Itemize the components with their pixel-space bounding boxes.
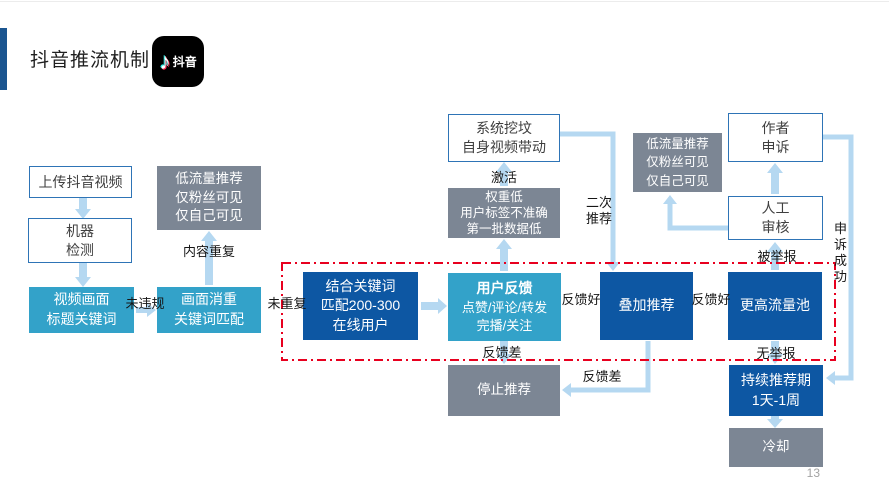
label-feedback-bad-1: 反馈差 <box>482 345 522 360</box>
label-appeal-success: 申诉成功 <box>833 221 847 284</box>
music-note-icon: ♪ <box>159 48 171 74</box>
node-upload-video: 上传抖音视频 <box>29 166 132 198</box>
node-low-traffic-left: 低流量推荐 仅粉丝可见 仅自己可见 <box>157 166 261 230</box>
elbow-appeal-success <box>823 134 854 381</box>
page-number: 13 <box>806 466 820 480</box>
node-author-appeal: 作者 申诉 <box>728 113 823 162</box>
title-accent-bar <box>0 28 7 90</box>
node-sustain-period: 持续推荐期 1天-1周 <box>729 365 823 416</box>
core-loop-dashed-frame <box>281 262 836 361</box>
label-activate: 激活 <box>490 170 517 185</box>
label-no-report: 无举报 <box>756 346 796 361</box>
tiktok-logo: ♪ 抖音 <box>152 36 204 87</box>
elbow-stacked-to-stop <box>571 341 651 393</box>
user-feedback-body: 点赞/评论/转发 完播/关注 <box>461 299 548 333</box>
page-title: 抖音推流机制 <box>30 50 151 71</box>
node-video-keywords: 视频画面 标题关键词 <box>29 287 134 333</box>
tiktok-logo-label: 抖音 <box>172 55 197 69</box>
node-low-weight: 权重低 用户标签不准确 第一批数据低 <box>448 188 560 238</box>
node-user-feedback: 用户反馈 点赞/评论/转发 完播/关注 <box>448 273 561 341</box>
node-manual-review: 人工 审核 <box>728 196 823 240</box>
node-low-traffic-right: 低流量推荐 仅粉丝可见 仅自己可见 <box>633 133 722 192</box>
node-stop-recommend: 停止推荐 <box>448 365 560 416</box>
label-no-duplicate: 未重复 <box>267 296 307 311</box>
node-machine-check: 机器 检测 <box>28 218 132 263</box>
elbow-systemdig-to-stacked <box>560 131 616 263</box>
elbow-review-to-lowtraffic-right <box>667 203 728 231</box>
label-second-recommend: 二次 推荐 <box>585 195 612 226</box>
node-cooldown: 冷却 <box>729 428 823 467</box>
user-feedback-title: 用户反馈 <box>476 280 533 297</box>
node-stacked-recommend: 叠加推荐 <box>600 272 693 340</box>
label-feedback-good-2: 反馈好 <box>691 292 731 307</box>
label-reported: 被举报 <box>757 249 797 264</box>
node-higher-traffic-pool: 更高流量池 <box>728 272 822 340</box>
label-no-violation: 未违规 <box>125 296 165 311</box>
slide-top-divider <box>0 1 889 2</box>
node-system-dig: 系统挖坟 自身视频带动 <box>448 114 560 162</box>
label-content-duplicate: 内容重复 <box>182 244 235 259</box>
label-feedback-good-1: 反馈好 <box>561 292 601 307</box>
node-keyword-match-users: 结合关键词 匹配200-300 在线用户 <box>303 272 418 340</box>
node-dedup-match: 画面消重 关键词匹配 <box>157 287 261 333</box>
label-feedback-bad-2: 反馈差 <box>582 369 622 384</box>
